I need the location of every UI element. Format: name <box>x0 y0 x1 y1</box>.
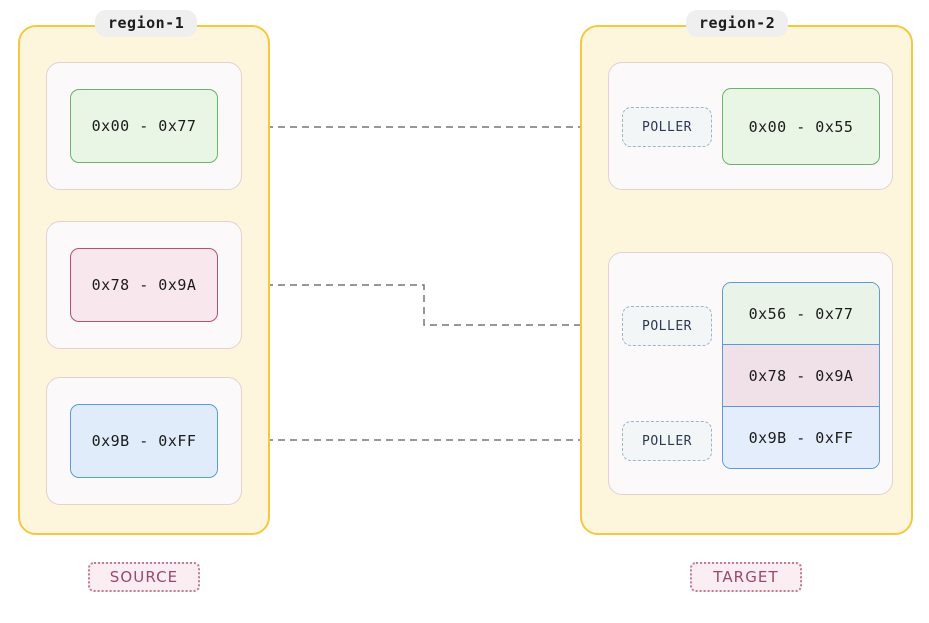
region-1-label: region-1 <box>95 10 198 37</box>
stack-segment-green[interactable]: 0x56 - 0x77 <box>723 283 879 345</box>
source-block-green[interactable]: 0x00 - 0x77 <box>70 89 218 163</box>
source-tag: SOURCE <box>88 562 200 592</box>
source-block-blue[interactable]: 0x9B - 0xFF <box>70 404 218 478</box>
source-block-pink[interactable]: 0x78 - 0x9A <box>70 248 218 322</box>
poller-3[interactable]: POLLER <box>622 421 712 461</box>
stack-segment-pink[interactable]: 0x78 - 0x9A <box>723 345 879 407</box>
edge-src-pink-to-poller2 <box>218 284 612 329</box>
target-block-0x00-0x55[interactable]: 0x00 - 0x55 <box>722 88 880 165</box>
poller-2[interactable]: POLLER <box>622 306 712 346</box>
stack-segment-blue[interactable]: 0x9B - 0xFF <box>723 407 879 468</box>
target-tag: TARGET <box>690 562 802 592</box>
region-2-label: region-2 <box>686 10 789 37</box>
poller-1[interactable]: POLLER <box>622 107 712 147</box>
target-block-stack[interactable]: 0x56 - 0x77 0x78 - 0x9A 0x9B - 0xFF <box>722 282 880 469</box>
